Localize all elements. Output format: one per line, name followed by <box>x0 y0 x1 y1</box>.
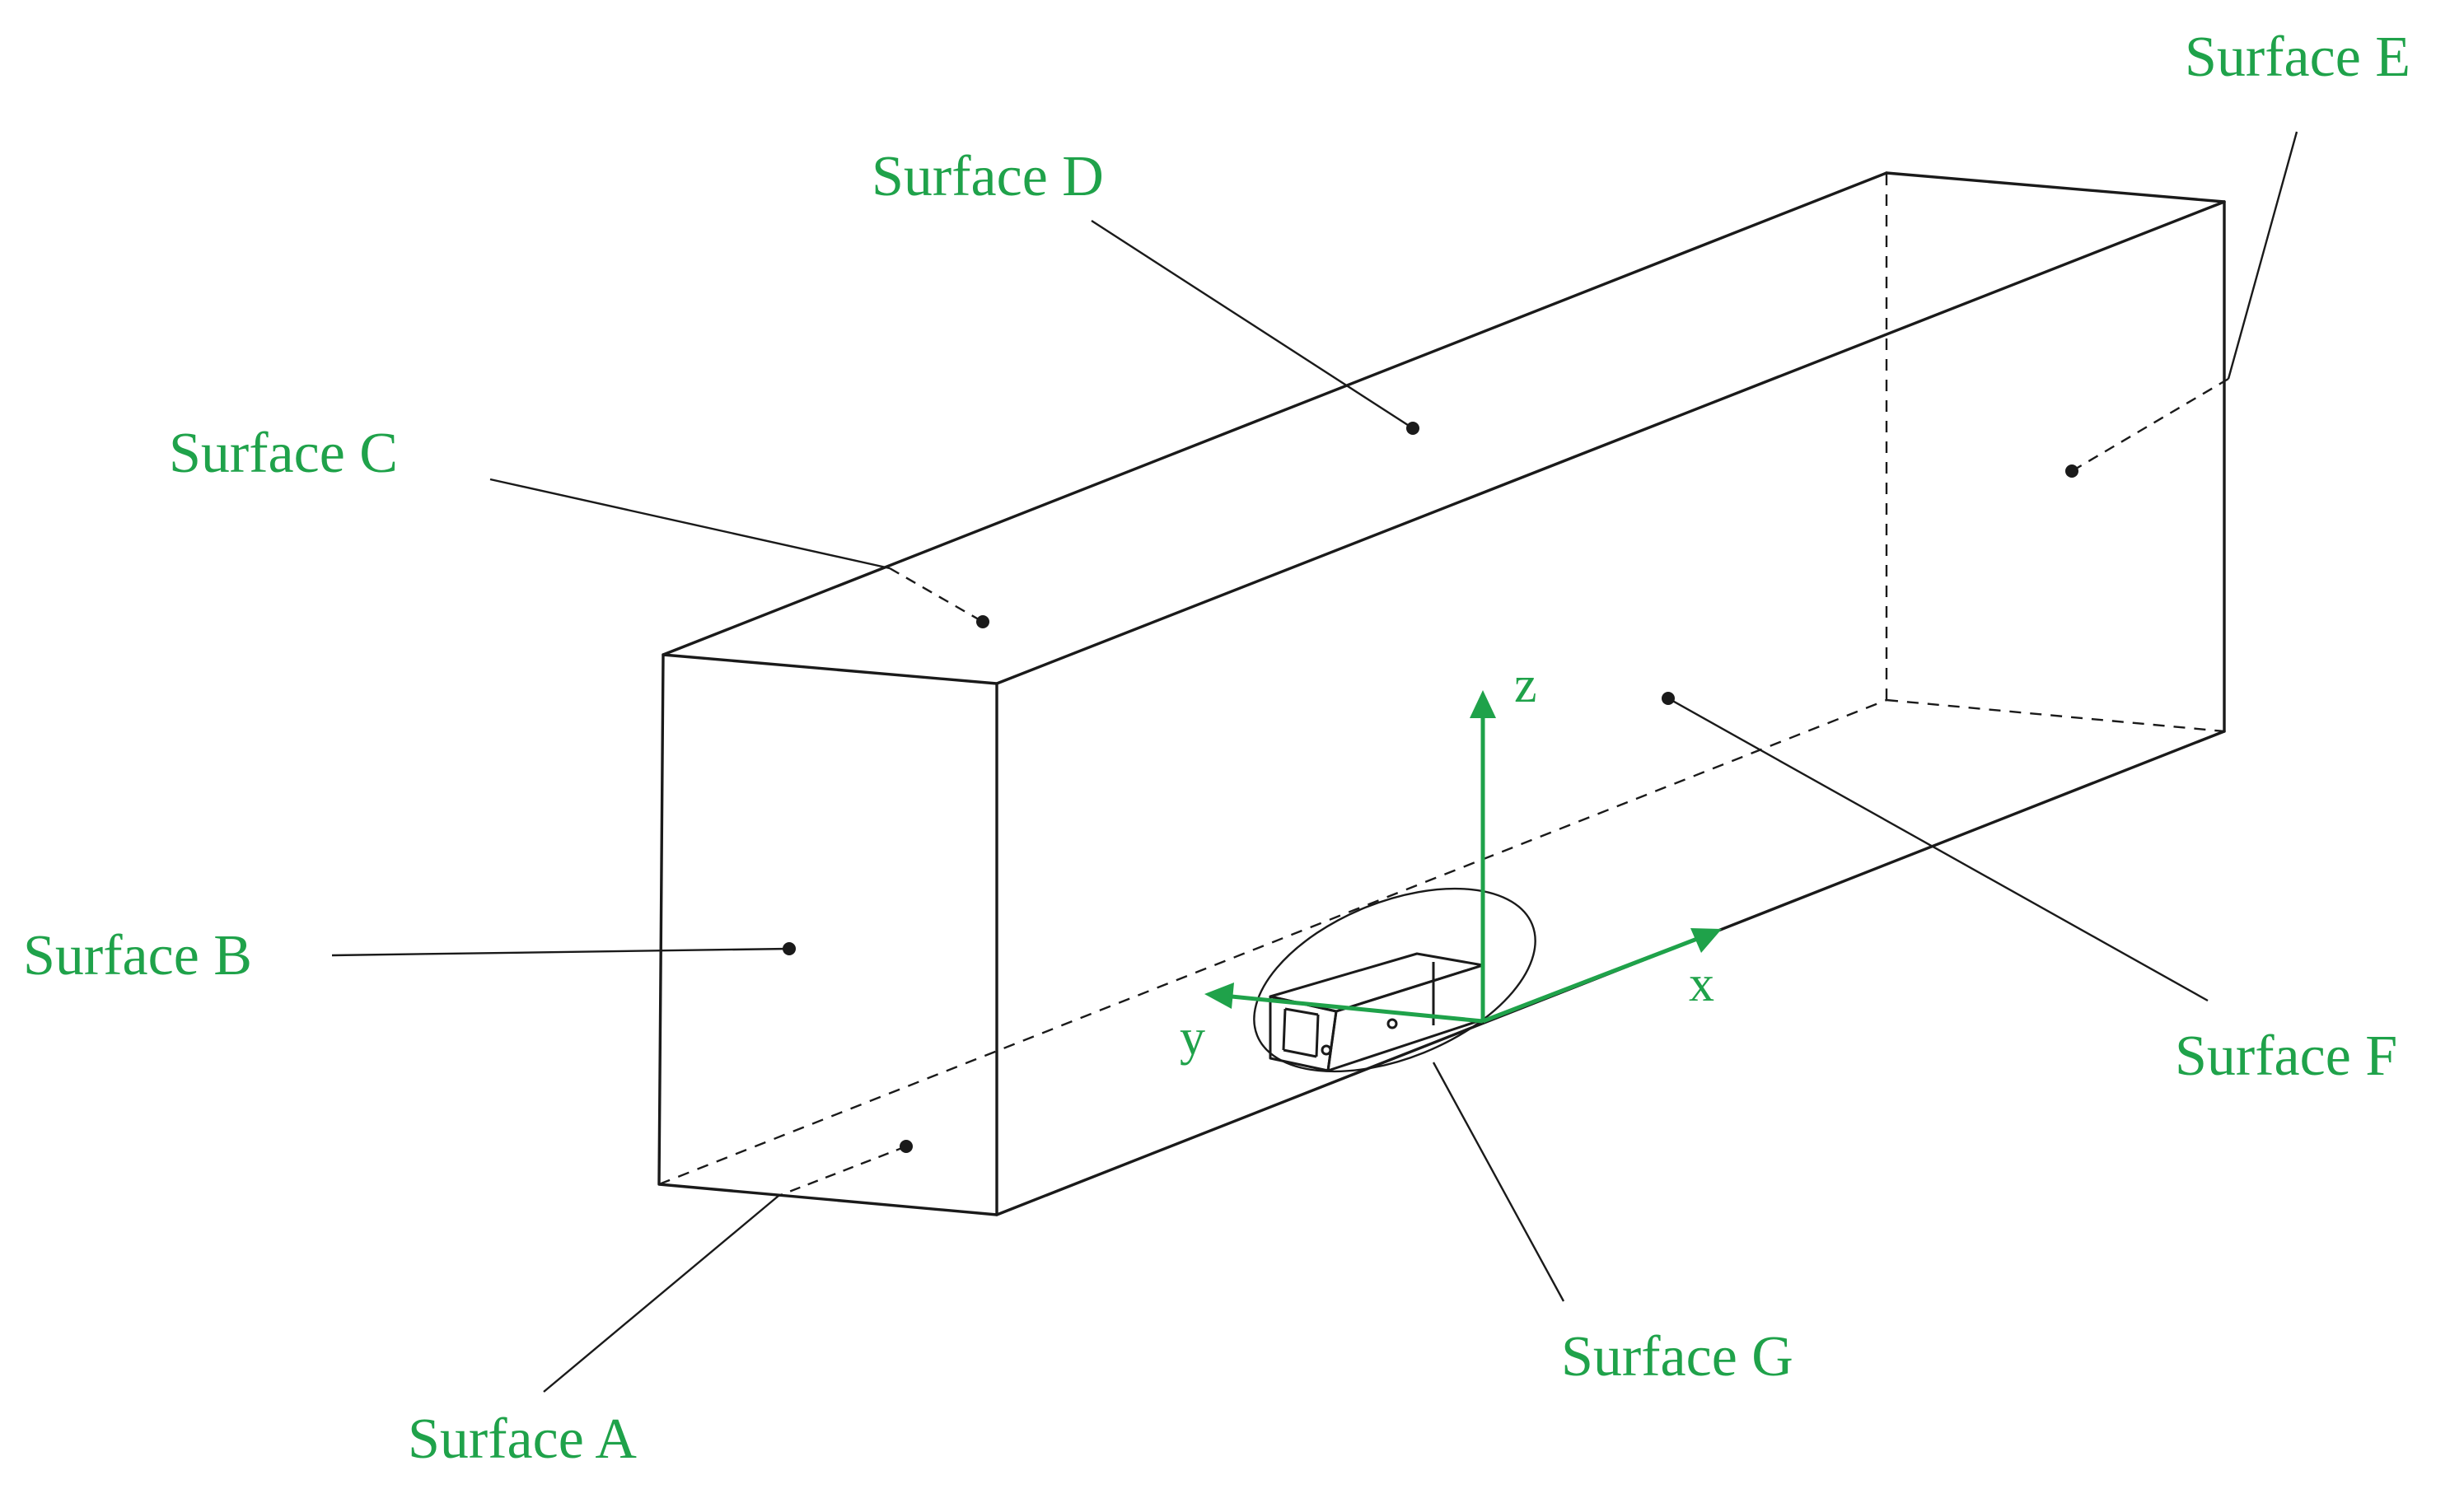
edge-top-left <box>662 171 1888 656</box>
label-surface-d: Surface D <box>872 145 1104 208</box>
leader-surface-c <box>489 478 891 570</box>
z-axis-arrowhead <box>1470 690 1496 718</box>
leader-surface-d <box>1091 219 1414 430</box>
y-axis-arrowhead <box>1204 983 1234 1009</box>
x-axis-label: x <box>1689 956 1714 1012</box>
model-hole-2 <box>1386 1018 1398 1029</box>
leader-surface-a-hidden <box>778 1145 907 1197</box>
model-inner-line-3 <box>1282 1008 1287 1051</box>
visible-edges <box>657 171 2226 1216</box>
hidden-edge-right-back-bottom <box>1886 698 2225 733</box>
leader-lines <box>331 131 2298 1393</box>
marker-surface-b <box>783 942 796 955</box>
edge-top-front <box>995 200 2226 685</box>
label-surface-c: Surface C <box>169 422 398 485</box>
coordinate-axes: z x y <box>1180 657 1722 1066</box>
leader-surface-c-hidden <box>889 567 984 623</box>
x-axis-line <box>1482 936 1698 1024</box>
label-surface-f: Surface F <box>2175 1025 2397 1088</box>
model-inner-line-2 <box>1283 1048 1317 1058</box>
y-axis-line <box>1231 994 1484 1024</box>
model-hole-1 <box>1321 1044 1332 1056</box>
surface-labels: Surface A Surface B Surface C Surface D … <box>23 26 2410 1471</box>
z-axis-label: z <box>1514 657 1537 713</box>
hidden-edge-bottom-back <box>658 698 1887 1186</box>
label-surface-g: Surface G <box>1561 1325 1793 1389</box>
edge-top-right <box>1885 171 2226 203</box>
marker-surface-c <box>976 615 989 628</box>
leader-surface-e <box>2227 131 2298 380</box>
label-surface-e: Surface E <box>2185 26 2410 89</box>
marker-surface-f <box>1662 692 1675 705</box>
marker-surface-a <box>900 1140 913 1153</box>
hidden-edges <box>658 173 2225 1186</box>
label-surface-a: Surface A <box>408 1407 637 1471</box>
x-axis-arrowhead <box>1690 928 1722 953</box>
model-inner-line-1 <box>1284 1007 1319 1016</box>
model-inner-line-4 <box>1315 1014 1320 1057</box>
y-axis-label: y <box>1180 1010 1205 1066</box>
leader-surface-e-hidden <box>2071 377 2229 473</box>
marker-surface-d <box>1406 422 1419 435</box>
front-face-outline <box>657 653 998 1216</box>
surface-markers <box>783 422 2078 1153</box>
marker-surface-e <box>2065 464 2078 478</box>
leader-surface-f <box>1667 697 2209 1002</box>
leader-surface-b <box>331 947 790 957</box>
leader-surface-a <box>543 1195 779 1393</box>
leader-surface-g <box>1432 1062 1565 1302</box>
model-highlight-ellipse <box>1253 887 1536 1073</box>
label-surface-b: Surface B <box>23 924 252 987</box>
surface-g-model <box>1253 887 1536 1073</box>
